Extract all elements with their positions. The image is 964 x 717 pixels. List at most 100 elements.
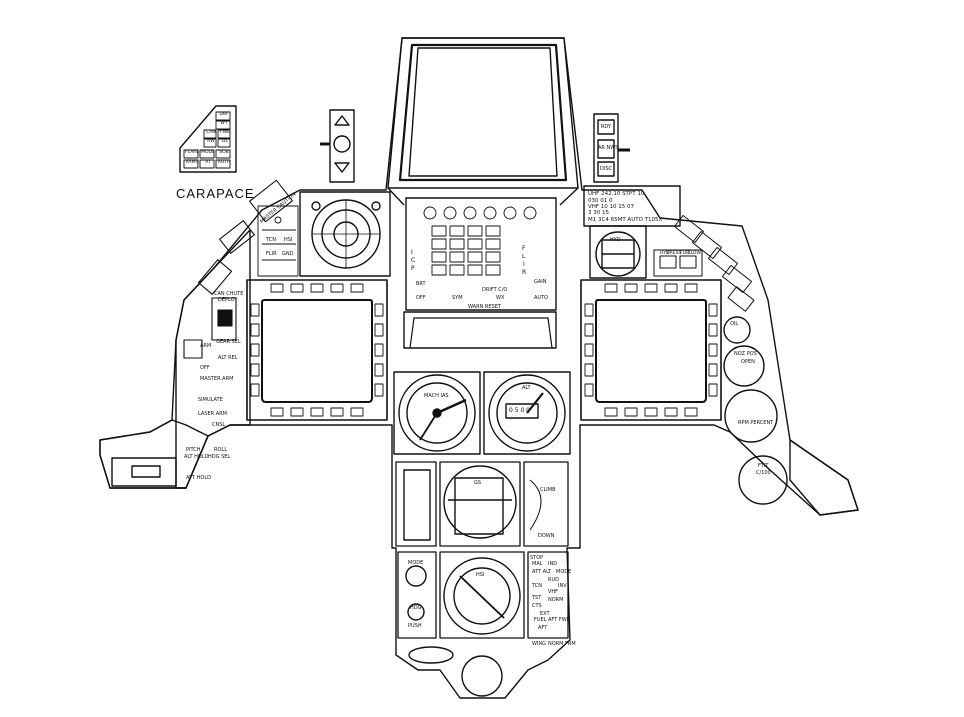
- icp-key: [485, 251, 501, 263]
- flir-letter: F: [522, 245, 526, 252]
- icp-key: [485, 225, 501, 237]
- gear-sel-label: GEAR SEL: [216, 339, 241, 345]
- icp-top-button: [503, 206, 517, 220]
- mfd-osb-button: [374, 363, 384, 377]
- mfd-osb-button: [664, 283, 678, 293]
- icp-key: [467, 225, 483, 237]
- cts-label: CTS: [532, 603, 542, 609]
- icp-key: [485, 238, 501, 250]
- icp-key: [431, 251, 447, 263]
- flir-letter: R: [522, 269, 527, 276]
- pitch-label: PITCH: [186, 447, 201, 453]
- ded-line-3: VHF 10 10 15 07: [588, 204, 635, 210]
- mfd-osb-button: [684, 283, 698, 293]
- mode-label: MODE: [408, 560, 424, 566]
- aft-fwd-label: AFT FWD: [548, 617, 571, 623]
- mfd-osb-button: [684, 407, 698, 417]
- hud-brace-left: [387, 187, 405, 206]
- mfd-osb-button: [270, 407, 284, 417]
- vvi-down-label: DOWN: [538, 533, 555, 539]
- icp-top-button: [423, 206, 437, 220]
- ecm-panel: [257, 205, 299, 277]
- wx-label: WX: [496, 295, 505, 301]
- mfd-osb-button: [310, 407, 324, 417]
- icp-letter: C: [411, 257, 416, 264]
- icp-letter: I: [411, 249, 413, 256]
- carapace-caption: AUTH: [217, 160, 231, 165]
- flir-label: FLIR: [266, 251, 277, 257]
- mfd-osb-button: [250, 343, 260, 357]
- bottom-recess: [408, 646, 454, 664]
- carapace-caption: FWE: [220, 130, 230, 135]
- standby-adi: [589, 225, 647, 279]
- mfd-osb-button: [374, 323, 384, 337]
- left-shelf-window: [131, 465, 161, 478]
- mfd-osb-button: [644, 407, 658, 417]
- fuel-hyd-box: [653, 249, 703, 277]
- sym-label: SYM: [452, 295, 463, 301]
- mfd-osb-button: [374, 343, 384, 357]
- mfd-osb-button: [250, 323, 260, 337]
- hud-brace-right: [559, 187, 579, 206]
- ar-nws-light: AR NWS: [598, 145, 619, 151]
- hyd-label: HYD: [610, 237, 621, 243]
- inv-label: INV: [558, 583, 567, 589]
- nozzle-label: NOZ POS: [734, 351, 757, 357]
- flight-instruments: [393, 371, 571, 639]
- ded-line-1: UHF 242.10 STPT 10: [588, 191, 645, 197]
- ehsi-label: HSI: [476, 572, 485, 578]
- ftit-unit-label: C/100: [756, 470, 771, 476]
- mfd-osb-button: [584, 323, 594, 337]
- icp-key: [449, 238, 465, 250]
- simulate-label: SIMULATE: [198, 397, 223, 403]
- mfd-osb-button: [350, 283, 364, 293]
- ded-line-4: 3 30 15: [588, 210, 609, 216]
- gnd-label: GND: [282, 251, 294, 257]
- ded-line-2: 030 01 0: [588, 198, 613, 204]
- warn-reset-label: WARN RESET: [468, 304, 501, 310]
- mfd-osb-button: [624, 407, 638, 417]
- mfd-osb-button: [350, 407, 364, 417]
- hdg-label: HDG: [410, 605, 422, 611]
- hud-glass-outer: [398, 43, 568, 182]
- hud-glass: [408, 47, 558, 177]
- mfd-osb-button: [584, 383, 594, 397]
- icp-keypad: [423, 206, 537, 276]
- can-chute-label: CAN CHUTE: [214, 291, 244, 297]
- gain-label: GAIN: [534, 279, 547, 285]
- vvi-climb-label: CLIMB: [540, 487, 556, 493]
- hyd-press-label: PRESS: [667, 251, 682, 256]
- icp-off-label: OFF: [416, 295, 426, 301]
- deploy-label: DEPLOY: [218, 297, 238, 303]
- mfd-osb-button: [708, 363, 718, 377]
- master-arm-label: MASTER ARM: [200, 376, 234, 382]
- mfd-osb-button: [644, 283, 658, 293]
- icp-key: [431, 264, 447, 276]
- carapace-caption: WT: [220, 121, 228, 126]
- mfd-osb-button: [374, 383, 384, 397]
- right-shelf: [789, 439, 859, 516]
- left-console: [175, 229, 251, 489]
- carapace-caption: RAMS: [185, 160, 199, 165]
- icp-top-button: [483, 206, 497, 220]
- mal-label: MAL: [532, 561, 543, 567]
- alt-rel-label: ALT REL: [218, 355, 238, 361]
- hyd-press-label: HYD: [660, 251, 670, 256]
- hsi-label: HSI: [284, 237, 293, 243]
- mfd-osb-button: [250, 303, 260, 317]
- mfd-osb-button: [604, 283, 618, 293]
- altimeter-counter: 0 5 0 0: [509, 407, 530, 414]
- rwr-scope: [299, 191, 391, 277]
- adi-gs-label: GS: [474, 480, 482, 486]
- icp-key: [449, 264, 465, 276]
- flir-letter: L: [522, 253, 526, 260]
- att-alt-label: ATT ALT: [532, 569, 552, 575]
- mfd-osb-button: [310, 283, 324, 293]
- carapace-caption: RW: [207, 139, 215, 144]
- rpm-label: RPM PERCENT: [738, 420, 774, 426]
- mfd-osb-button: [708, 323, 718, 337]
- laser-arm-label: LASER ARM: [198, 411, 227, 417]
- auto-label: AUTO: [534, 295, 549, 301]
- off-label: OFF: [200, 365, 210, 371]
- aoa-indexer: [320, 109, 355, 183]
